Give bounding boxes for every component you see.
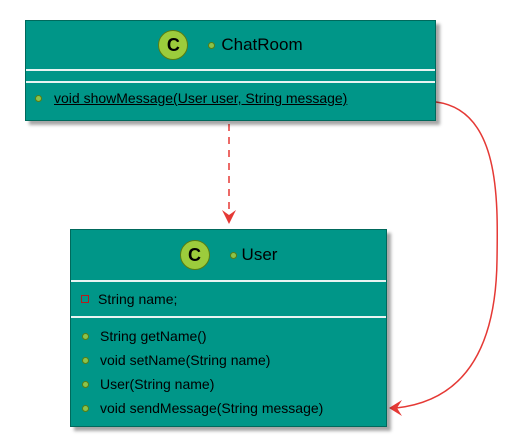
public-visibility-icon	[35, 94, 42, 102]
class-stereotype-icon: C	[179, 240, 210, 270]
private-visibility-icon	[81, 295, 89, 303]
method-signature: void setName(String name)	[100, 352, 271, 368]
class-name: User	[241, 245, 278, 264]
public-visibility-icon	[229, 251, 237, 259]
public-visibility-icon	[82, 356, 89, 364]
public-visibility-icon	[82, 332, 89, 340]
class-chatroom-fields	[26, 71, 435, 83]
public-visibility-icon	[82, 404, 89, 412]
public-visibility-icon	[208, 41, 216, 49]
method-row[interactable]: String getName()	[71, 324, 386, 348]
method-row[interactable]: User(String name)	[71, 372, 386, 396]
class-chatroom-methods: void showMessage(User user, String messa…	[26, 83, 435, 106]
method-row[interactable]: void setName(String name)	[71, 348, 386, 372]
public-visibility-icon	[82, 380, 89, 388]
class-user-fields: String name;	[71, 282, 386, 318]
method-signature: void showMessage(User user, String messa…	[54, 90, 348, 106]
class-user-header: C User	[71, 230, 386, 282]
call-arrow-line	[395, 101, 499, 409]
class-chatroom-header: C ChatRoom	[26, 21, 435, 71]
dependency-arrowhead	[222, 210, 236, 224]
class-stereotype-icon: C	[158, 30, 189, 60]
method-signature: User(String name)	[100, 376, 215, 392]
call-arrowhead	[389, 400, 402, 416]
method-signature: String getName()	[100, 328, 207, 344]
field-declaration: String name;	[98, 291, 178, 307]
class-chatroom[interactable]: C ChatRoom void showMessage(User user, S…	[25, 20, 436, 121]
method-signature: void sendMessage(String message)	[100, 400, 324, 416]
class-user[interactable]: C User String name; String getName() voi…	[70, 229, 387, 427]
method-row[interactable]: void showMessage(User user, String messa…	[26, 90, 435, 106]
method-row[interactable]: void sendMessage(String message)	[71, 396, 386, 420]
field-row[interactable]: String name;	[71, 291, 177, 307]
class-name: ChatRoom	[221, 35, 303, 54]
class-user-methods: String getName() void setName(String nam…	[71, 318, 386, 420]
